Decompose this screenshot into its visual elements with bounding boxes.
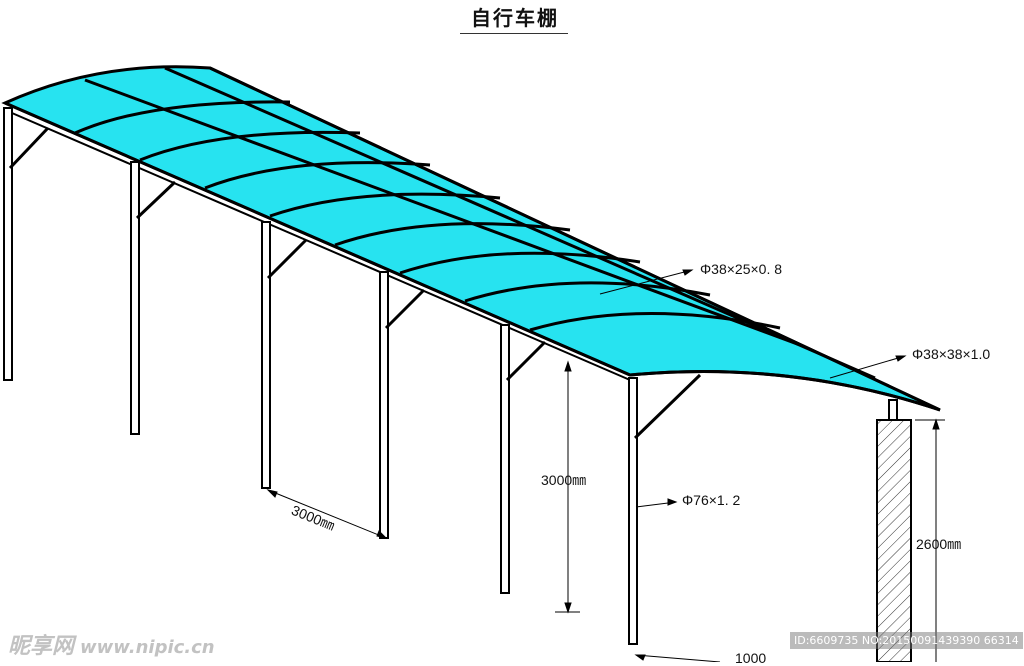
brick-pier [876,419,912,662]
front-eave-beam [4,101,631,377]
column-6 [628,377,638,645]
roof-long-purlins [84,66,876,380]
column-spec-label: Φ76×1. 2 [682,492,741,508]
watermark-brand-text: 昵享网 [8,634,75,659]
column-3 [261,221,271,489]
knee-braces [8,126,702,440]
columns [3,107,638,645]
page-title: 自行车棚 [471,6,559,30]
dimension-lines [266,269,945,662]
beam-spec-label: Φ38×38×1.0 [912,346,991,362]
roof-cross-purlins [74,100,941,412]
height-main-label: 3000㎜ [541,472,587,488]
roof-panel [1,65,941,412]
column-2 [130,161,140,435]
height-side-label: 2600㎜ [916,536,962,552]
purlin-spec-label: Φ38×25×0. 8 [700,261,783,277]
column-5 [500,324,510,594]
bottom-dimension-label: 1000 [735,650,767,666]
title-underline [460,33,568,34]
watermark-id: ID:6609735 NO:20150091439390 66314 [790,632,1023,649]
watermark-site: www.nipic.cn [80,637,215,658]
pier-post [888,399,898,421]
column-4 [379,271,389,539]
column-1 [3,107,13,381]
front-eave-beam-lower [4,109,631,381]
